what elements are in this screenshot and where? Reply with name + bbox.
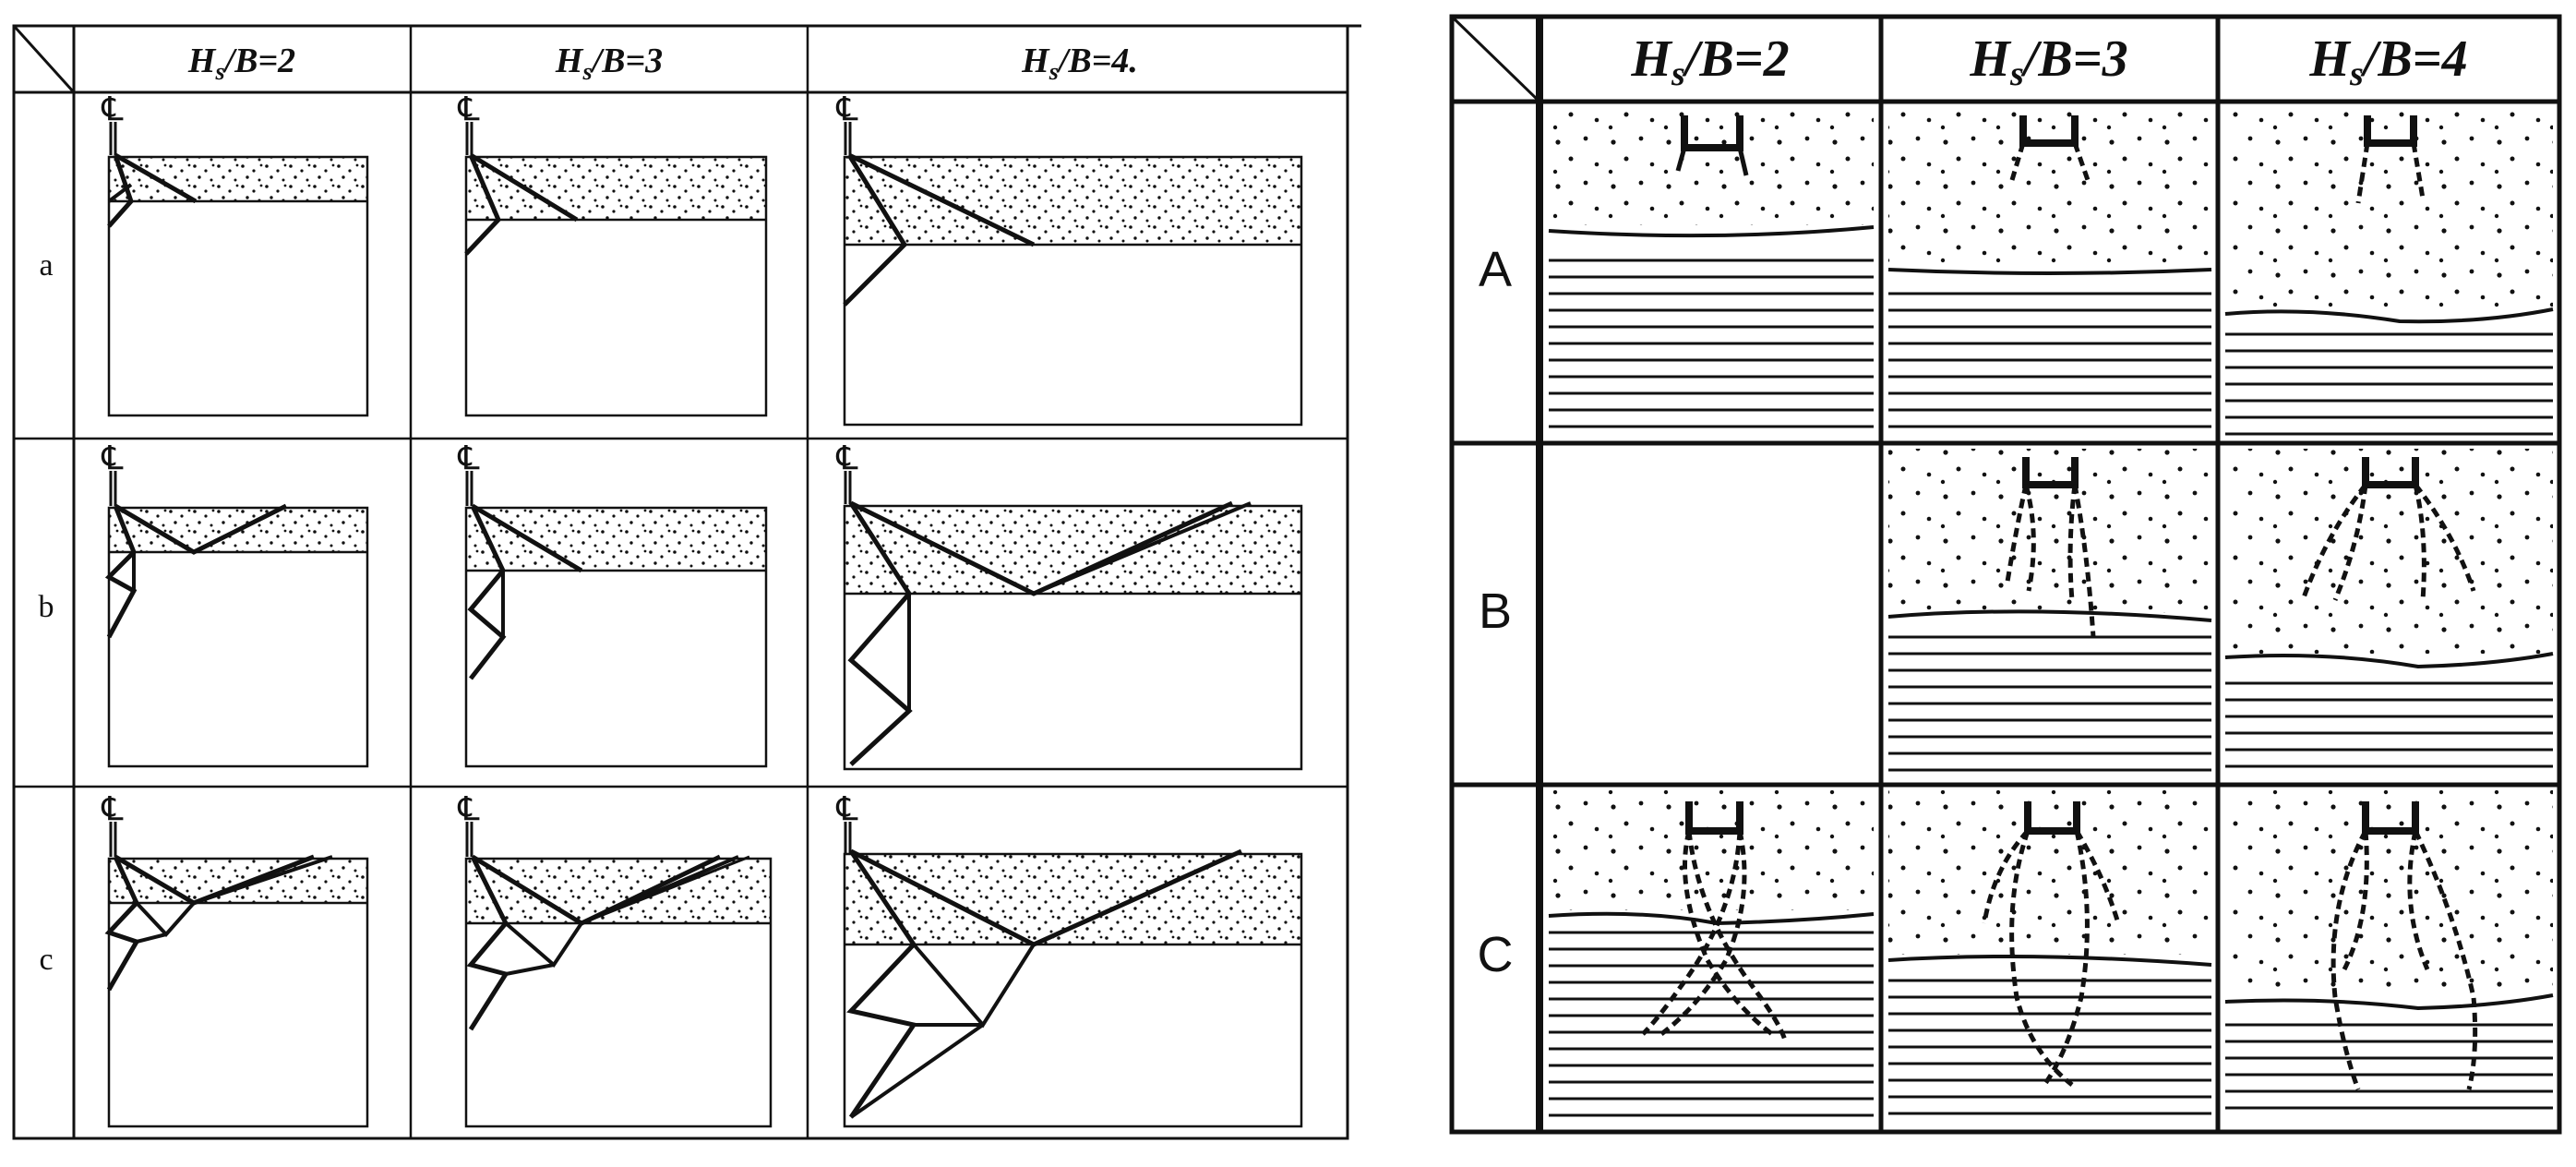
centerline-symbol: ℄ — [835, 790, 857, 827]
right-cell-A-3 — [1887, 107, 2212, 428]
left-row-label-a: a — [39, 248, 53, 283]
right-cell-B-3 — [1887, 449, 2212, 772]
right-cell-B-2 — [1549, 449, 1874, 779]
centerline-symbol: ℄ — [101, 790, 123, 827]
left-cell-c-2 — [104, 854, 369, 1128]
right-cell-C-3 — [1887, 790, 2212, 1115]
centerline-symbol: ℄ — [457, 439, 479, 476]
right-header-1: Hs/B=2 — [1630, 30, 1789, 93]
right-row-label-B: B — [1479, 584, 1512, 639]
left-table — [12, 24, 1361, 1140]
centerline-markers: ℄ ℄ ℄ ℄ ℄ ℄ ℄ ℄ ℄ — [101, 90, 857, 827]
left-header-2: Hs/B=3 — [555, 42, 663, 85]
centerline-symbol: ℄ — [835, 439, 857, 476]
left-cell-b-2 — [104, 503, 369, 768]
right-row-label-C: C — [1478, 927, 1514, 982]
right-header-2: Hs/B=3 — [1969, 30, 2127, 93]
right-row-label-A: A — [1479, 242, 1512, 297]
right-cell-C-2 — [1548, 790, 1875, 1117]
right-cell-A-4 — [2224, 107, 2554, 436]
centerline-symbol: ℄ — [457, 790, 479, 827]
right-header-3: Hs/B=4 — [2308, 30, 2467, 93]
centerline-symbol: ℄ — [101, 439, 123, 476]
left-cell-c-3 — [464, 854, 773, 1128]
header-corner-diagonal — [1450, 15, 1541, 103]
centerline-symbol: ℄ — [835, 90, 857, 127]
left-cell-c-4 — [843, 848, 1303, 1128]
left-column-headers: Hs/B=2 Hs/B=3 Hs/B=4. — [187, 42, 1138, 85]
left-header-1: Hs/B=2 — [187, 42, 295, 85]
right-cell-B-4 — [2224, 449, 2554, 768]
left-cell-b-3 — [464, 503, 768, 768]
centerline-stems — [109, 122, 852, 857]
left-cell-a-3 — [464, 152, 768, 417]
right-table — [1449, 14, 2562, 1135]
centerline-symbol: ℄ — [101, 90, 123, 127]
left-row-label-c: c — [39, 943, 53, 977]
left-header-3: Hs/B=4. — [1021, 42, 1138, 85]
left-cell-b-4 — [843, 500, 1303, 771]
centerline-symbol: ℄ — [457, 90, 479, 127]
right-column-headers: Hs/B=2 Hs/B=3 Hs/B=4 — [1630, 30, 2467, 93]
left-row-label-b: b — [39, 590, 54, 624]
header-corner-diagonal — [12, 24, 76, 94]
right-row-labels: A B C — [1478, 242, 1514, 982]
left-cell-a-4 — [843, 152, 1303, 427]
left-cell-a-2 — [107, 152, 369, 417]
right-cell-C-4 — [2224, 790, 2554, 1110]
right-cell-A-2 — [1548, 107, 1875, 428]
left-row-labels: a b c — [39, 248, 54, 977]
